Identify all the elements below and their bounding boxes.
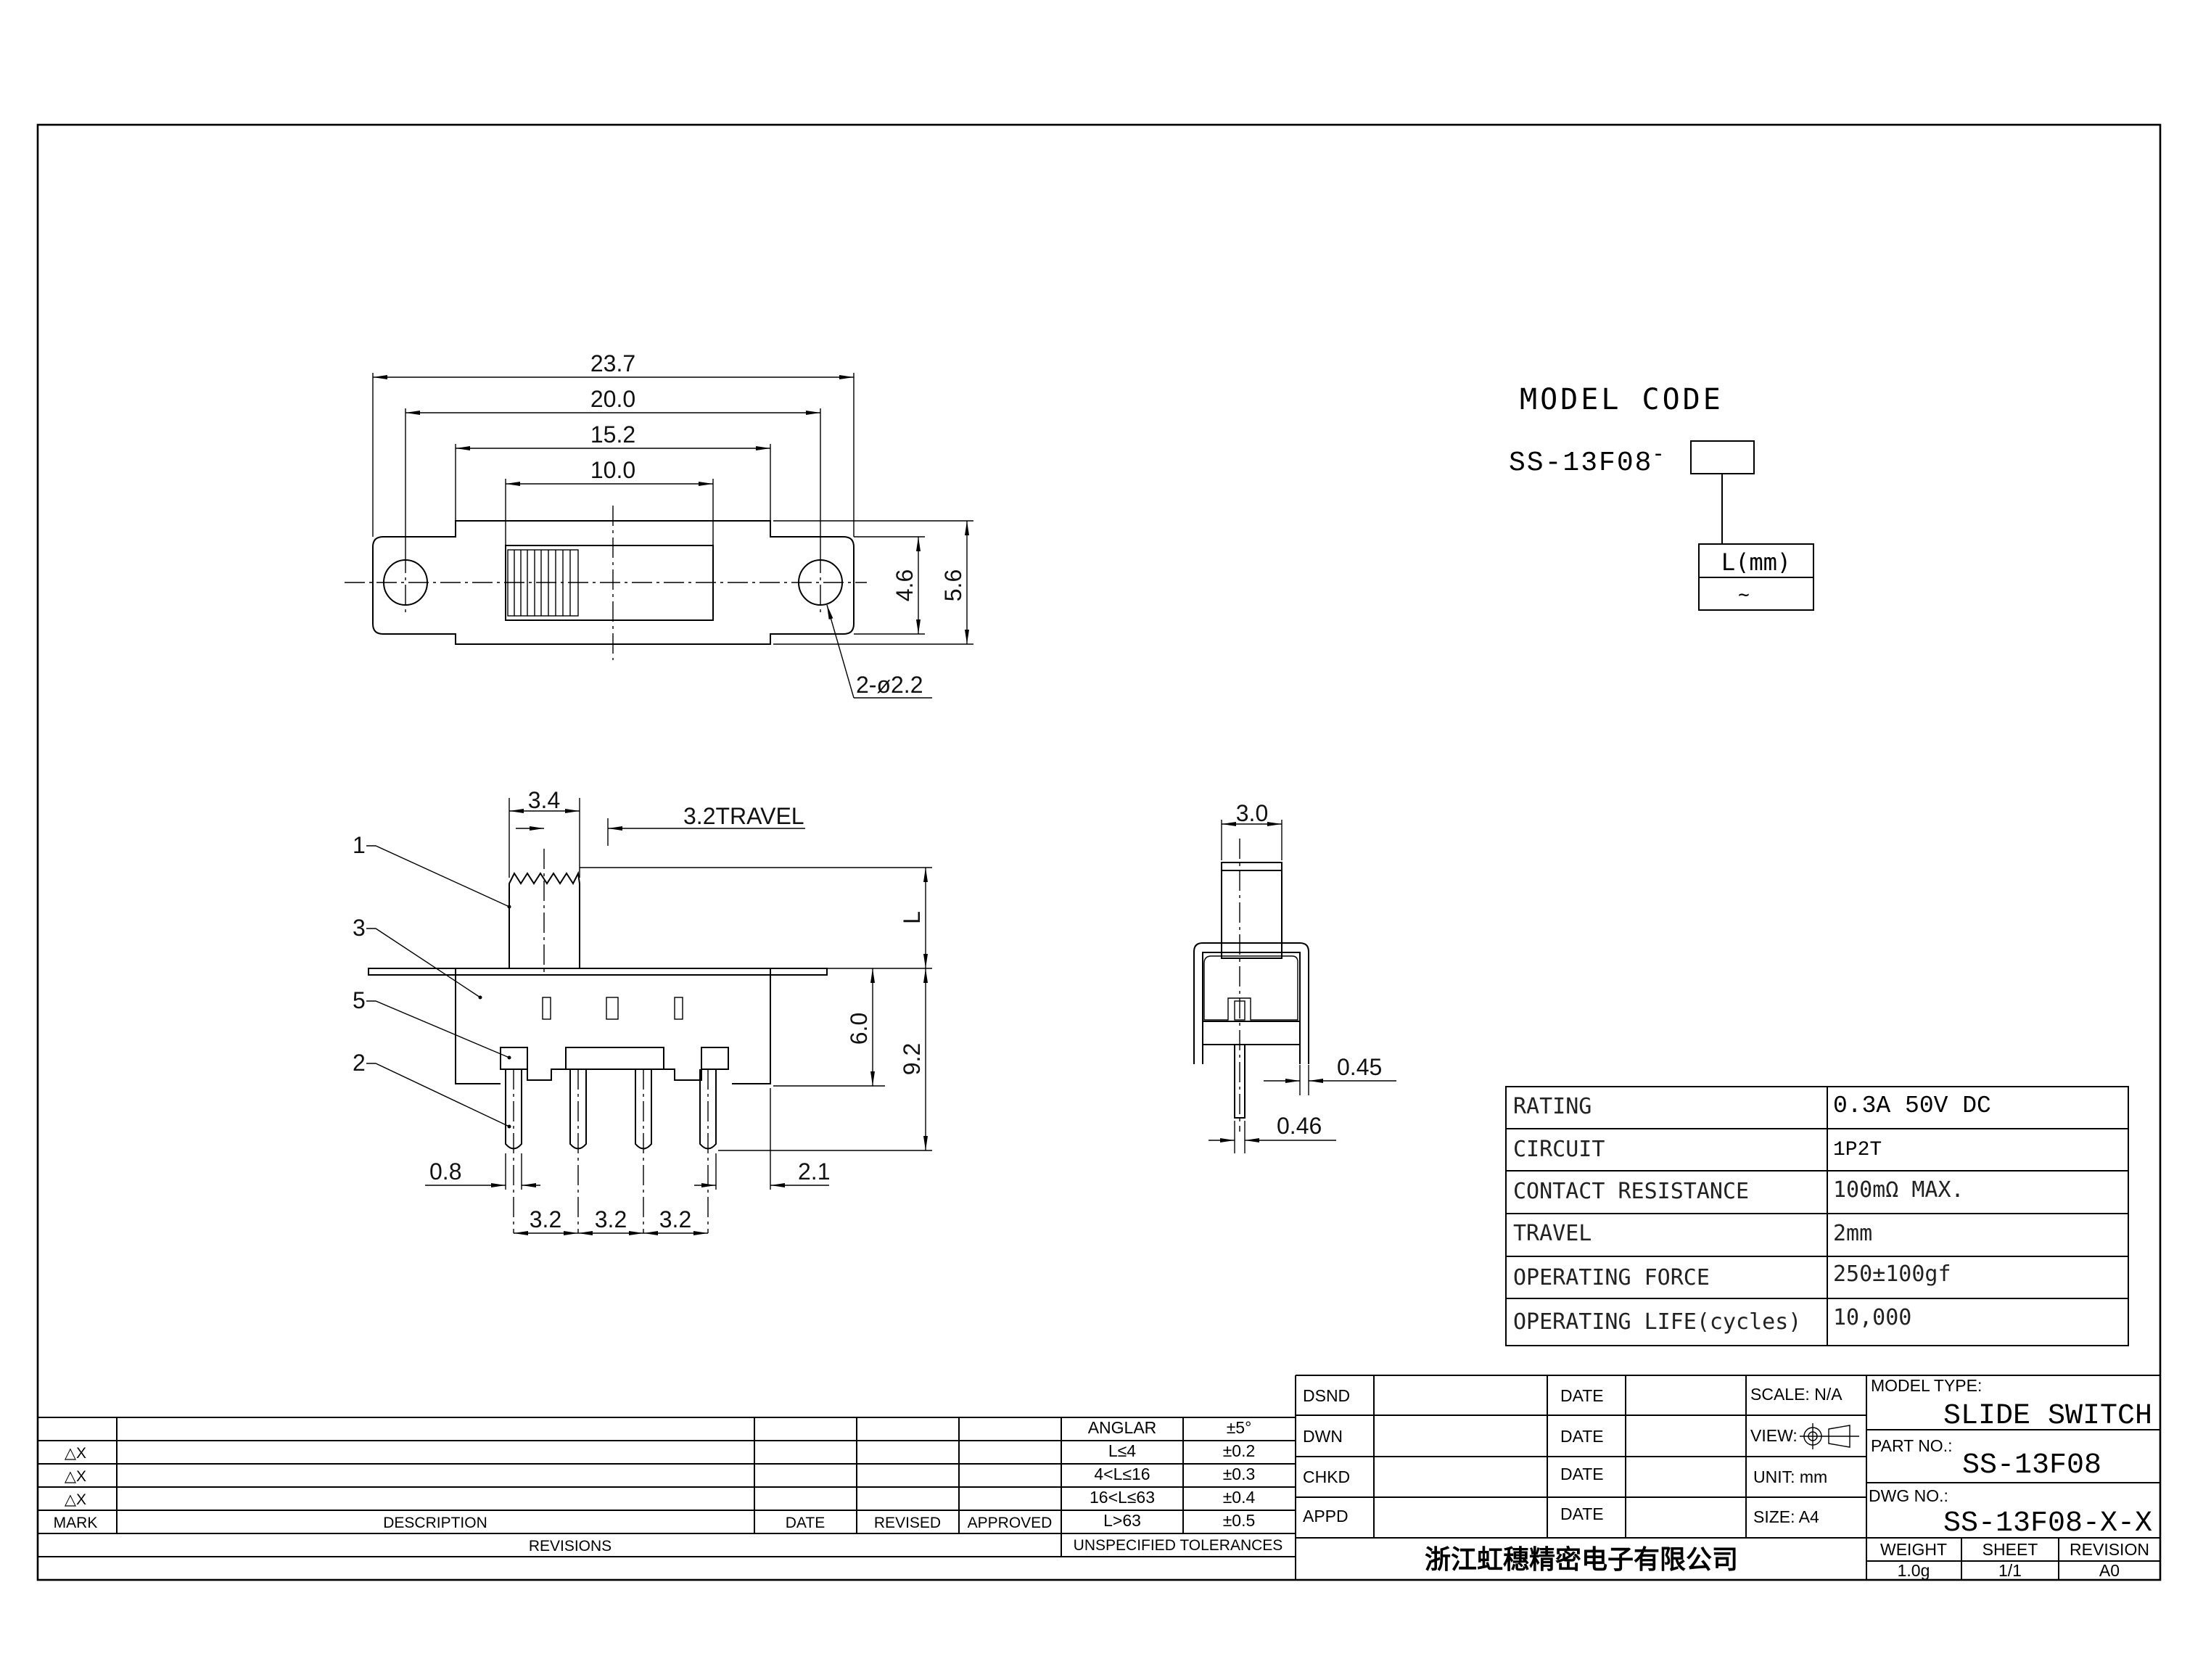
tolerance-range-0: ANGLAR xyxy=(1088,1418,1157,1437)
dim-travel: 3.2TRAVEL xyxy=(683,803,804,829)
third-angle-projection-icon xyxy=(1800,1423,1859,1449)
revision-header-mark: MARK xyxy=(54,1515,98,1531)
dim-pitch-3: 3.2 xyxy=(659,1206,691,1232)
spec-label-contact-resistance: CONTACT RESISTANCE xyxy=(1513,1179,1749,1204)
tolerance-range-3: 16<L≤63 xyxy=(1090,1488,1155,1507)
revisions-footer: REVISIONS xyxy=(529,1538,612,1555)
scale-label: SCALE: N/A xyxy=(1750,1385,1842,1404)
revision-header-description: DESCRIPTION xyxy=(383,1515,487,1531)
revision-header-approved: APPROVED xyxy=(968,1515,1053,1531)
spec-value-contact-resistance: 100mΩ MAX. xyxy=(1833,1177,1964,1203)
side-view: 3.4 3.2TRAVEL L 6.0 9.2 0.8 2.1 xyxy=(353,787,932,1235)
callout-5: 5 xyxy=(353,987,366,1013)
part-no-value: SS-13F08 xyxy=(1962,1449,2101,1482)
revision-value: A0 xyxy=(2099,1561,2120,1580)
title-block: DSND DWN CHKD APPD DATE DATE DATE DATE S… xyxy=(1295,1375,2160,1580)
callout-1: 1 xyxy=(353,832,366,858)
dim-end-actuator-width: 3.0 xyxy=(1236,800,1268,826)
weight-value: 1.0g xyxy=(1898,1561,1930,1580)
spec-value-rating: 0.3A 50V DC xyxy=(1833,1092,1991,1119)
spec-label-circuit: CIRCUIT xyxy=(1513,1137,1605,1162)
spec-label-operating-force: OPERATING FORCE xyxy=(1513,1265,1710,1290)
spec-value-circuit: 1P2T xyxy=(1833,1139,1882,1161)
tolerance-value-4: ±0.5 xyxy=(1223,1511,1256,1530)
view-label: VIEW: xyxy=(1750,1426,1798,1445)
spec-label-travel: TRAVEL xyxy=(1513,1221,1592,1246)
dim-frame-thickness: 0.45 xyxy=(1337,1054,1382,1080)
dwg-no-value: SS-13F08-X-X xyxy=(1943,1507,2152,1540)
drawing-border xyxy=(36,123,2162,1581)
model-code: MODEL CODE SS-13F08 - L(mm) ~ xyxy=(1509,383,1814,611)
dim-pin-width: 0.8 xyxy=(429,1158,461,1185)
dim-body-width: 15.2 xyxy=(590,421,635,448)
tolerance-value-2: ±0.3 xyxy=(1223,1465,1256,1483)
spec-table: RATING 0.3A 50V DC CIRCUIT 1P2T CONTACT … xyxy=(1505,1086,2129,1346)
dim-body-height: 5.6 xyxy=(940,569,966,601)
sheet-value: 1/1 xyxy=(1998,1561,2022,1580)
dim-pin-offset: 2.1 xyxy=(798,1158,830,1185)
role-approved: APPD xyxy=(1303,1507,1349,1525)
spec-value-operating-life: 10,000 xyxy=(1833,1305,1911,1330)
part-no-label: PART NO.: xyxy=(1871,1436,1952,1455)
spec-label-rating: RATING xyxy=(1513,1094,1592,1119)
date-label-approved: DATE xyxy=(1560,1504,1604,1523)
dim-hole-pitch: 20.0 xyxy=(590,386,635,412)
callout-3: 3 xyxy=(353,915,366,941)
callout-2: 2 xyxy=(353,1050,366,1076)
tolerance-value-3: ±0.4 xyxy=(1223,1488,1256,1507)
revision-header-date: DATE xyxy=(786,1515,825,1531)
company-name: 浙江虹穗精密电子有限公司 xyxy=(1425,1544,1738,1575)
dim-pitch-2: 3.2 xyxy=(595,1206,627,1232)
date-label-checked: DATE xyxy=(1560,1465,1604,1483)
dim-hole-diameter: 2-ø2.2 xyxy=(856,672,923,698)
spec-value-operating-force: 250±100gf xyxy=(1833,1261,1951,1287)
tolerance-value-1: ±0.2 xyxy=(1223,1441,1256,1460)
tolerances-footer: UNSPECIFIED TOLERANCES xyxy=(1074,1537,1283,1554)
tolerance-range-2: 4<L≤16 xyxy=(1094,1465,1150,1483)
size-label: SIZE: A4 xyxy=(1753,1507,1819,1526)
model-code-option-box[interactable] xyxy=(1690,440,1755,474)
revisions-table: △X △X △X MARK DESCRIPTION DATE REVISED A… xyxy=(38,1417,1296,1557)
tolerance-range-4: L>63 xyxy=(1103,1511,1141,1530)
model-type-label: MODEL TYPE: xyxy=(1871,1376,1982,1395)
revision-label: REVISION xyxy=(2070,1540,2149,1559)
dim-pin-thickness: 0.46 xyxy=(1277,1113,1322,1139)
model-code-prefix: SS-13F08 xyxy=(1509,448,1652,479)
dim-total-height: 9.2 xyxy=(899,1043,925,1075)
dwg-no-label: DWG NO.: xyxy=(1869,1486,1948,1505)
dim-actuator-height: L xyxy=(899,911,925,924)
sheet-label: SHEET xyxy=(1983,1540,2038,1559)
date-label-drawn: DATE xyxy=(1560,1427,1604,1446)
length-header: L(mm) xyxy=(1721,548,1791,576)
dim-body-depth: 6.0 xyxy=(846,1013,872,1045)
date-label-designed: DATE xyxy=(1560,1386,1604,1405)
revision-header-revised: REVISED xyxy=(874,1515,941,1531)
spec-label-operating-life: OPERATING LIFE(cycles) xyxy=(1513,1309,1801,1335)
role-designed: DSND xyxy=(1303,1386,1350,1405)
dim-overall-width: 23.7 xyxy=(590,350,635,376)
role-checked: CHKD xyxy=(1303,1467,1350,1486)
end-view: 3.0 0.45 0.46 xyxy=(1193,800,1396,1153)
top-view: 23.7 20.0 15.2 10.0 4.6 5.6 2-ø2.2 xyxy=(345,350,973,699)
revision-mark-1: △X xyxy=(65,1445,86,1462)
revision-mark-3: △X xyxy=(65,1491,86,1508)
dim-plate-height: 4.6 xyxy=(892,569,918,601)
unit-label: UNIT: mm xyxy=(1753,1467,1827,1486)
dim-pitch-1: 3.2 xyxy=(530,1206,561,1232)
model-code-title: MODEL CODE xyxy=(1520,383,1724,416)
revision-mark-2: △X xyxy=(65,1468,86,1485)
dim-actuator-width: 3.4 xyxy=(528,787,560,813)
tolerance-range-1: L≤4 xyxy=(1108,1441,1136,1460)
length-value: ~ xyxy=(1738,584,1750,606)
dim-slot-width: 10.0 xyxy=(590,457,635,483)
model-code-separator: - xyxy=(1652,441,1665,466)
model-type-value: SLIDE SWITCH xyxy=(1943,1400,2152,1433)
weight-label: WEIGHT xyxy=(1880,1540,1947,1559)
tolerance-value-0: ±5° xyxy=(1227,1418,1252,1437)
role-drawn: DWN xyxy=(1303,1427,1343,1446)
spec-value-travel: 2mm xyxy=(1833,1221,1872,1246)
